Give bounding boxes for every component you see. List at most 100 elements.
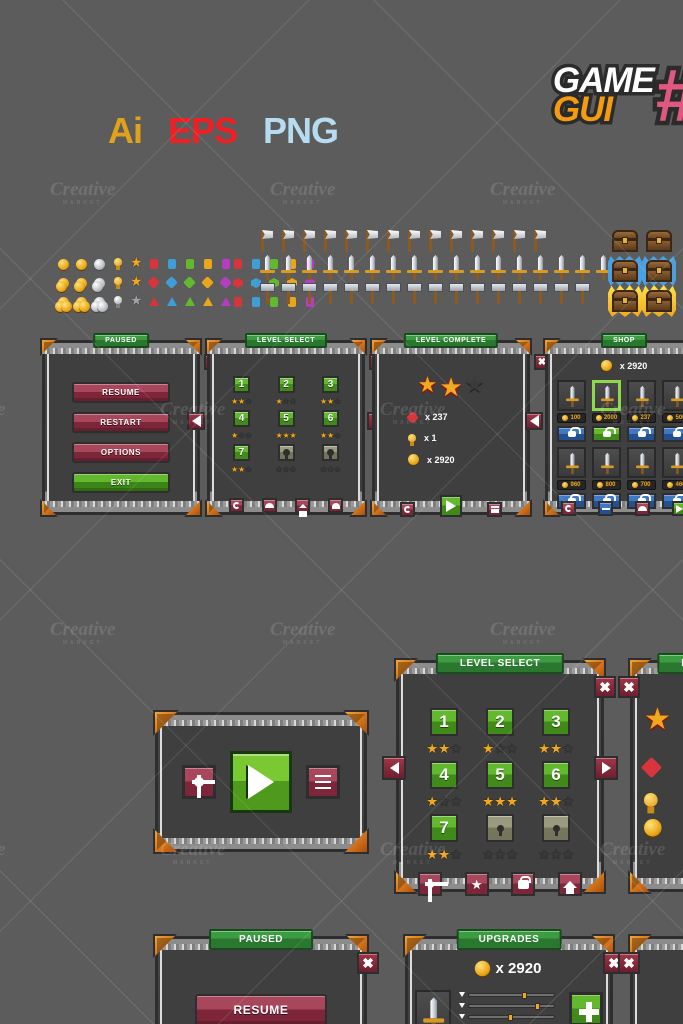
refresh-icon-button[interactable] [229,498,244,513]
close-button[interactable]: ✖ [357,952,379,974]
main-menu-buttons [155,712,367,852]
coin-icon [667,482,674,488]
settings-icon-button[interactable] [418,872,448,902]
format-ai: Ai [108,110,143,151]
menu-icon-button[interactable] [487,502,502,517]
buy-button[interactable] [592,426,621,442]
exit-button[interactable]: EXIT [72,472,170,493]
refresh-icon-button[interactable] [400,502,415,517]
level-button-locked[interactable] [277,444,295,461]
gem-square-red-icon [230,256,246,272]
restart-button[interactable]: RESTART [72,412,170,433]
star-icon: ★ [417,372,438,397]
buy-button[interactable] [627,426,656,442]
refresh-icon-button[interactable] [561,501,576,516]
prev-page-button[interactable] [382,756,406,780]
axe-icon [468,228,486,254]
play-icon-button[interactable] [440,495,462,517]
cloud-icon-button[interactable] [635,501,650,516]
cloud-icon-button[interactable] [262,498,277,513]
level-button-locked[interactable] [542,814,570,842]
level-button[interactable]: 3 [322,376,339,393]
level-button[interactable]: 1 [233,376,250,393]
level-button[interactable]: 4 [430,761,458,789]
settings-button[interactable] [182,765,216,799]
speed-slider[interactable] [459,1002,555,1010]
axe-icon [405,228,423,254]
shop-item-cell[interactable] [627,447,656,478]
shop-item-cell[interactable] [592,380,621,411]
level-button[interactable]: 7 [233,444,250,461]
level-button[interactable]: 5 [277,410,295,427]
price-value: 500 [675,415,683,421]
shop-item-cell[interactable] [662,380,683,411]
range-slider[interactable] [459,1013,555,1021]
resume-button[interactable]: RESUME [195,994,327,1024]
close-button[interactable]: ✖ [618,676,640,698]
star-icon-button[interactable]: ★ [464,872,489,896]
upgrade-item-preview [415,990,451,1024]
prev-page-button[interactable] [187,412,205,430]
price-value: 800 [605,482,616,488]
icon-row [610,288,678,314]
level-button-locked[interactable] [322,444,339,461]
level-stars-row: ★★★★★★★★★ [231,464,341,475]
home-icon-button[interactable] [295,498,310,517]
chest-wood-icon [610,228,640,254]
options-button[interactable]: OPTIONS [72,442,170,463]
price-value: 700 [640,482,651,488]
upgrade-add-button[interactable] [569,992,603,1024]
level-button-locked[interactable] [486,814,514,842]
level-star-rating: ★★★ [276,430,297,441]
footer-bar [229,498,343,517]
shop-item-price: 500 [662,413,683,423]
level-button[interactable]: 7 [430,814,458,842]
level-button[interactable]: 4 [233,410,250,427]
play-button[interactable] [230,751,292,813]
trophy-gold-icon [110,256,126,272]
axe-icon [447,228,465,254]
home-icon-button[interactable] [557,872,582,896]
level-number: 7 [439,818,449,837]
star-icon: ★ [327,465,334,474]
gem-triangle-orange-icon [200,294,216,310]
arrows-icon-button[interactable] [598,501,613,516]
star-icon: ★ [505,847,518,862]
chest-ice-icon [644,258,674,284]
level-button[interactable]: 2 [277,376,295,393]
reward-value: x 237 [425,412,448,422]
menu-button[interactable] [306,765,340,799]
level-star-rating: ★★★ [426,848,462,861]
axe-icon [384,228,402,254]
shop-item-cell[interactable] [557,447,586,478]
next-page-button[interactable] [594,756,618,780]
coin-icon [632,415,639,421]
level-button[interactable]: 6 [542,761,570,789]
prev-page-button[interactable] [525,412,543,430]
panel-level-complete-small: LEVEL COMPLETE ✖ ★★★ x 237 x 1 x 2920 [370,333,550,517]
shop-icon-button[interactable] [511,872,536,896]
gem-square-green-icon [266,256,282,272]
star-icon: ★ [245,465,252,474]
resume-button[interactable]: RESUME [72,382,170,403]
shop-item-cell[interactable] [592,447,621,478]
power-slider[interactable] [459,991,555,999]
close-button[interactable]: ✖ [618,952,640,974]
shop-item-cell[interactable] [662,447,683,478]
buy-button[interactable] [557,426,586,442]
bell-icon-button[interactable] [328,498,343,513]
star-icon: ★ [464,372,485,397]
shop-item-cell[interactable] [557,380,586,411]
level-button[interactable]: 1 [430,708,458,736]
shop-item-cell[interactable] [627,380,656,411]
level-button[interactable]: 6 [322,410,339,427]
play-icon-button[interactable] [672,501,683,516]
star-icon: ★ [561,794,574,809]
close-button[interactable]: ✖ [594,676,616,698]
level-star-rating: ★★★ [231,464,252,475]
level-button[interactable]: 2 [486,708,514,736]
buy-button[interactable] [662,426,683,442]
level-button[interactable]: 5 [486,761,514,789]
sword-basic-icon [564,384,579,407]
level-button[interactable]: 3 [542,708,570,736]
